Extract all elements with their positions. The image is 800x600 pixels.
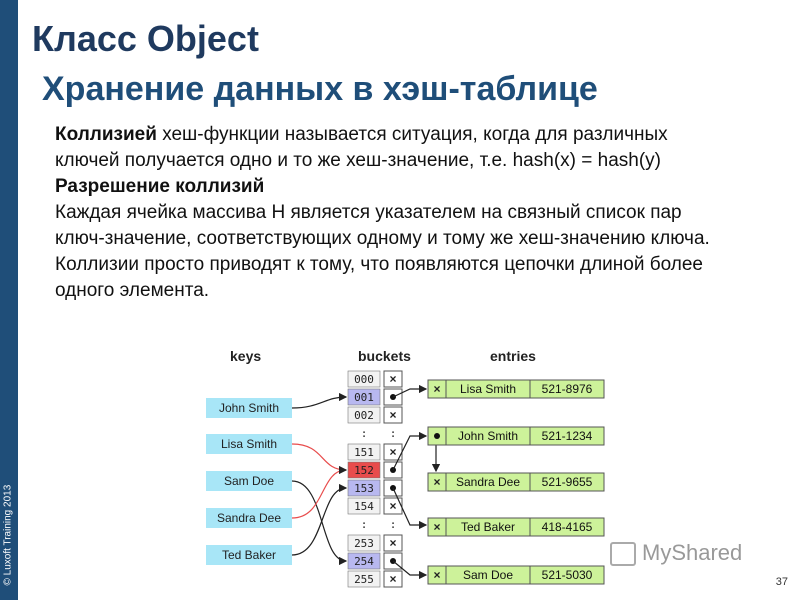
collision-definition: Коллизией хеш-функции называется ситуаци… (55, 122, 735, 174)
key-sam-doe: Sam Doe (206, 471, 292, 491)
svg-text:002: 002 (354, 409, 374, 422)
svg-text:418-4165: 418-4165 (542, 520, 593, 534)
svg-text:Ted Baker: Ted Baker (222, 548, 276, 562)
svg-text:Sandra Dee: Sandra Dee (456, 475, 520, 489)
bucket-000: 000 (347, 370, 381, 388)
key-john-smith: John Smith (206, 398, 292, 418)
svg-text:×: × (389, 445, 396, 459)
svg-text:Sam Doe: Sam Doe (224, 474, 274, 488)
svg-text:521-5030: 521-5030 (542, 568, 593, 582)
watermark-logo: MyShared (610, 540, 743, 567)
entry-lisa-smith: × Lisa Smith 521-8976 (427, 379, 605, 399)
resolution-description: Каждая ячейка массива Н является указате… (55, 202, 710, 301)
collision-term: Коллизией (55, 124, 157, 145)
bucket-153: 153 (347, 479, 381, 497)
bucket-002: 002 (347, 406, 381, 424)
watermark-icon (610, 542, 636, 567)
svg-text:×: × (433, 382, 440, 396)
slide-title: Класс Object (32, 18, 259, 59)
svg-text:Lisa Smith: Lisa Smith (460, 382, 516, 396)
svg-text:521-8976: 521-8976 (542, 382, 593, 396)
svg-text:255: 255 (354, 573, 374, 586)
svg-text::: : (361, 427, 368, 440)
svg-text:152: 152 (354, 464, 374, 477)
collision-description: хеш-функции называется ситуация, когда д… (55, 124, 668, 171)
svg-text:×: × (389, 572, 396, 586)
page-number: 37 (775, 576, 788, 588)
svg-text:John Smith: John Smith (458, 429, 518, 443)
key-lisa-smith: Lisa Smith (206, 434, 292, 454)
bucket-254: 254 (347, 552, 381, 570)
svg-text:521-9655: 521-9655 (542, 475, 593, 489)
bucket-152: 152 (347, 461, 381, 479)
svg-text:Lisa Smith: Lisa Smith (221, 437, 277, 451)
svg-text::: : (390, 518, 397, 531)
hash-lines (291, 392, 348, 566)
entry-sandra-dee: × Sandra Dee 521-9655 (427, 472, 605, 492)
key-sandra-dee: Sandra Dee (206, 508, 292, 528)
key-ted-baker: Ted Baker (206, 545, 292, 565)
entry-ted-baker: × Ted Baker 418-4165 (427, 517, 605, 537)
svg-text:Ted Baker: Ted Baker (461, 520, 515, 534)
svg-text:John Smith: John Smith (219, 401, 279, 415)
svg-text:521-1234: 521-1234 (542, 429, 593, 443)
bucket-154: 154 (347, 497, 381, 515)
svg-text::: : (390, 427, 397, 440)
svg-text:×: × (433, 568, 440, 582)
svg-text:001: 001 (354, 391, 374, 404)
keys-header: keys (230, 348, 261, 364)
svg-text:×: × (433, 475, 440, 489)
entry-sam-doe: × Sam Doe 521-5030 (427, 565, 605, 585)
svg-text:254: 254 (354, 555, 374, 568)
buckets-header: buckets (358, 348, 411, 364)
svg-text::: : (361, 518, 368, 531)
svg-text:×: × (389, 408, 396, 422)
bucket-entry-arrows (392, 384, 441, 580)
svg-text:000: 000 (354, 373, 374, 386)
entry-john-smith: John Smith 521-1234 (427, 426, 605, 446)
svg-text:253: 253 (354, 537, 374, 550)
hash-table-diagram: keys buckets entries John Smith Lisa Smi… (206, 348, 605, 588)
bucket-151: 151 (347, 443, 381, 461)
entries-header: entries (490, 348, 536, 364)
svg-text:×: × (433, 520, 440, 534)
bucket-pointer-cells: × × : × × : × × (383, 370, 403, 588)
svg-text:154: 154 (354, 500, 374, 513)
copyright-text: © Luxoft Training 2013 (2, 484, 14, 586)
svg-text:153: 153 (354, 482, 374, 495)
bucket-ellipsis-1: : (361, 427, 368, 440)
resolution-heading: Разрешение коллизий (55, 176, 265, 197)
slide-body: Коллизией хеш-функции называется ситуаци… (55, 122, 735, 304)
watermark-text: MyShared (642, 540, 743, 565)
svg-text:Sandra Dee: Sandra Dee (217, 511, 281, 525)
svg-text:Sam Doe: Sam Doe (463, 568, 513, 582)
svg-text:151: 151 (354, 446, 374, 459)
svg-text:×: × (389, 536, 396, 550)
svg-text:×: × (389, 372, 396, 386)
svg-text:×: × (389, 499, 396, 513)
bucket-253: 253 (347, 534, 381, 552)
bucket-255: 255 (347, 570, 381, 588)
bucket-001: 001 (347, 388, 381, 406)
sidebar-strip: © Luxoft Training 2013 (0, 0, 18, 600)
slide-subtitle: Хранение данных в хэш-таблице (42, 70, 598, 108)
bucket-ellipsis-2: : (361, 518, 368, 531)
